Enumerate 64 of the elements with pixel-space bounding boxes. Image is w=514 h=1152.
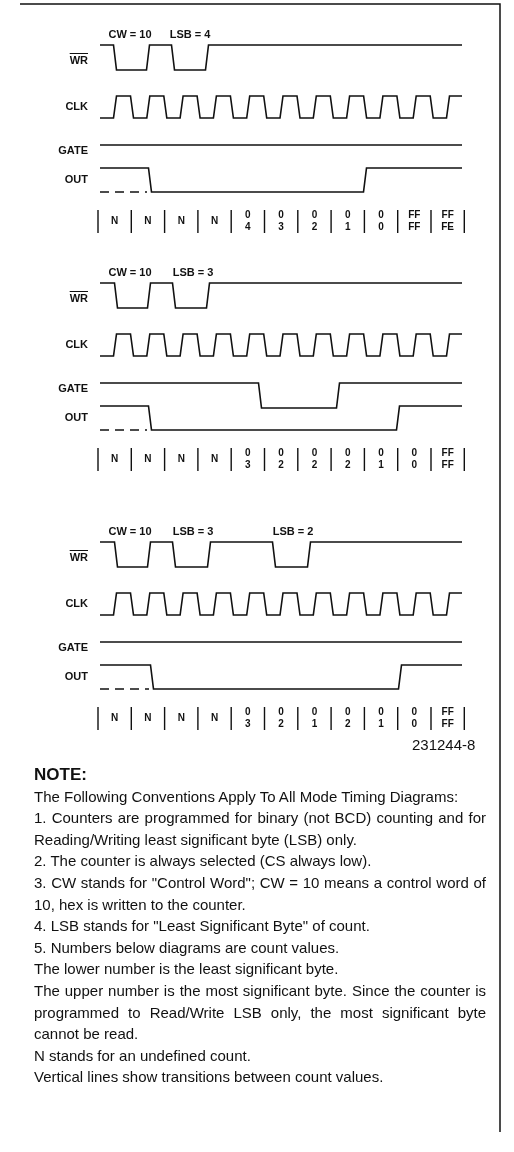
count-value: 0 3: [278, 209, 284, 233]
count-value: N: [210, 453, 219, 465]
count-value: N: [144, 712, 152, 724]
signal-name: GATE: [57, 144, 88, 156]
signal-name: CLK: [64, 597, 88, 609]
count-value: 0 2: [311, 447, 318, 471]
note-heading: NOTE:: [34, 764, 88, 786]
count-value: 0 2: [278, 447, 284, 471]
count-value: 0 3: [245, 706, 251, 730]
count-value: FF FF: [441, 447, 454, 471]
write-annotation: LSB = 3: [172, 525, 214, 537]
count-value: N: [111, 712, 119, 724]
note-text: 4. LSB stands for "Least Significant Byte" of count.: [34, 916, 371, 937]
signal-name: WR: [68, 54, 88, 66]
count-value: N: [111, 453, 119, 465]
count-value: N: [210, 215, 219, 227]
signal-name: CLK: [64, 338, 88, 350]
signal-name: WR: [68, 551, 88, 563]
note-text: Vertical lines show transitions between count values.: [34, 1067, 385, 1088]
signal-name: OUT: [63, 411, 88, 423]
count-value: 0 0: [378, 209, 384, 233]
note-text: 2. The counter is always selected (CS always low).: [34, 851, 373, 872]
count-value: N: [111, 215, 119, 227]
note-text: The upper number is the most significant byte. Since the counter is programmed to Read/Write LSB only, the most significant byte cannot be read.: [34, 980, 486, 1045]
count-value: 0 2: [344, 706, 351, 730]
count-value: 0 4: [245, 209, 251, 233]
count-value: N: [177, 712, 185, 724]
write-annotation: CW = 10: [108, 266, 152, 278]
note-text: 1. Counters are programmed for binary (not BCD) counting and for Reading/Writing least significant byte (LSB) only.: [34, 808, 486, 850]
note-text: The lower number is the least significant byte.: [34, 959, 340, 980]
signal-name: WR: [68, 292, 88, 304]
signal-name: OUT: [63, 670, 88, 682]
write-annotation: LSB = 2: [272, 525, 314, 537]
count-value: N: [144, 215, 152, 227]
note-text: N stands for an undefined count.: [34, 1045, 252, 1066]
signal-name: GATE: [57, 641, 88, 653]
count-value: 0 2: [278, 706, 284, 730]
note-text: 3. CW stands for "Control Word"; CW = 10 means a control word of 10, hex is written to the counter.: [34, 872, 486, 915]
count-value: 0 0: [411, 447, 418, 471]
count-value: 0 2: [311, 209, 318, 233]
note-text: 5. Numbers below diagrams are count values.: [34, 937, 341, 958]
note-text: The Following Conventions Apply To All Mode Timing Diagrams:: [34, 786, 460, 807]
write-annotation: CW = 10: [108, 525, 152, 537]
count-value: N: [144, 453, 152, 465]
count-value: FF FF: [408, 209, 421, 233]
signal-name: CLK: [64, 100, 88, 112]
signal-name: GATE: [57, 382, 88, 394]
count-value: 0 3: [245, 447, 251, 471]
count-value: 0 1: [378, 706, 384, 730]
count-value: 0 1: [378, 447, 384, 471]
count-value: 0 1: [344, 209, 351, 233]
figure-number: 231244-8: [412, 736, 476, 753]
write-annotation: CW = 10: [108, 28, 152, 40]
write-annotation: LSB = 4: [169, 28, 211, 40]
count-value: N: [177, 215, 185, 227]
count-value: N: [177, 453, 185, 465]
count-value: FF FE: [441, 209, 455, 233]
count-value: 0 2: [344, 447, 351, 471]
write-annotation: LSB = 3: [172, 266, 214, 278]
count-value: N: [210, 712, 219, 724]
signal-name: OUT: [63, 173, 88, 185]
count-value: 0 0: [411, 706, 418, 730]
count-value: 0 1: [311, 706, 318, 730]
count-value: FF FF: [441, 706, 454, 730]
